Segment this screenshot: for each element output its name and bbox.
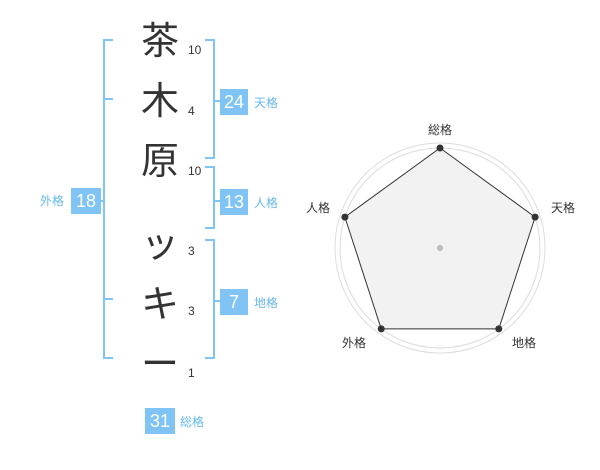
- jinkaku-score: 13: [220, 189, 248, 215]
- stroke-count-6: 1: [188, 366, 195, 380]
- chikaku-bracket: [205, 239, 215, 359]
- stroke-count-1: 10: [188, 43, 202, 57]
- soukaku-label: 総格: [180, 415, 205, 429]
- radar-point: [436, 144, 444, 152]
- gaikaku-bracket: [103, 39, 113, 359]
- radar-label-soukaku: 総格: [428, 122, 452, 137]
- radar-center-dot: [437, 245, 443, 251]
- tenkaku-label: 天格: [254, 96, 279, 110]
- chikaku-label: 地格: [254, 296, 279, 310]
- radar-label-tenkaku: 天格: [551, 200, 575, 215]
- radar-point: [531, 213, 539, 221]
- radar-label-gaikaku: 外格: [342, 335, 366, 350]
- chikaku-score: 7: [220, 289, 248, 315]
- radar-outer-ring: [334, 142, 546, 354]
- soukaku-score: 31: [145, 408, 175, 434]
- radar-shape: [344, 147, 536, 330]
- radar-label-jinkaku: 人格: [306, 200, 330, 215]
- tenkaku-bracket: [205, 39, 215, 159]
- stroke-count-3: 10: [188, 164, 202, 178]
- stroke-count-5: 3: [188, 304, 195, 318]
- radar-point: [495, 325, 503, 333]
- radar-label-chikaku: 地格: [512, 335, 536, 350]
- gaikaku-label: 外格: [40, 194, 65, 208]
- stroke-count-2: 4: [188, 104, 195, 118]
- radar-point: [377, 325, 385, 333]
- radar-point: [341, 213, 349, 221]
- tenkaku-score: 24: [220, 89, 248, 115]
- gaikaku-score: 18: [71, 188, 101, 214]
- jinkaku-label: 人格: [254, 196, 279, 210]
- jinkaku-bracket: [205, 166, 215, 229]
- stroke-count-4: 3: [188, 244, 195, 258]
- radar-points: [341, 144, 539, 333]
